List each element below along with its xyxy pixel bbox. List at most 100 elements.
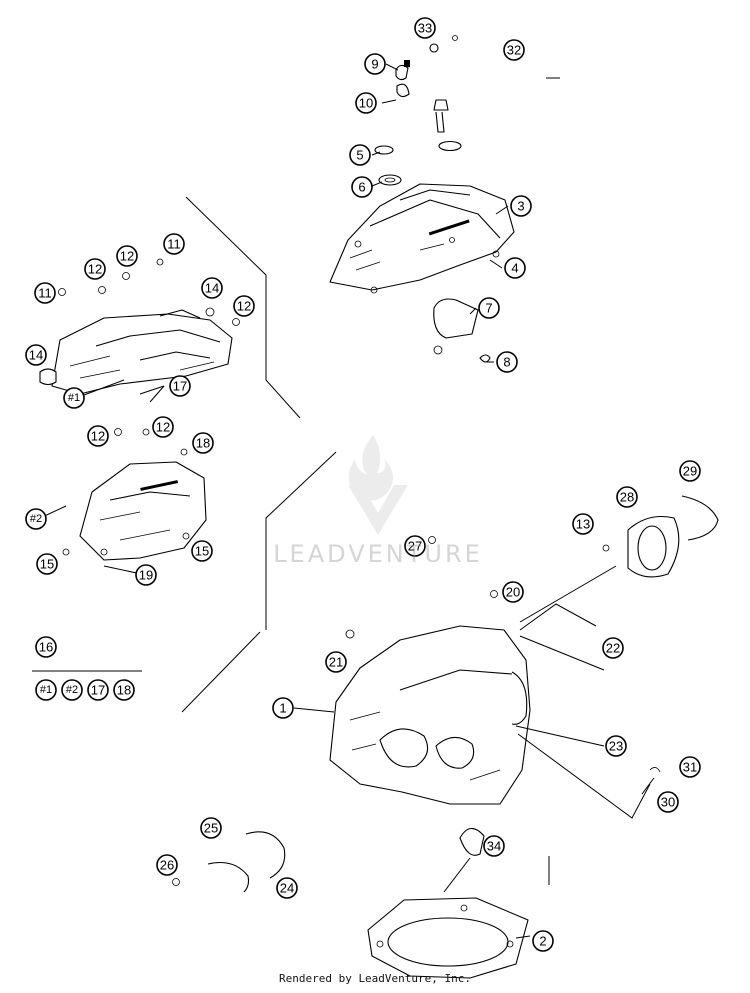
svg-text:16: 16 [39,640,53,655]
kit-member-17[interactable]: 17 [87,679,109,701]
callout-13[interactable]: 13 [572,513,594,535]
callout-6[interactable]: 6 [351,176,373,198]
callout-32[interactable]: 32 [503,39,525,61]
svg-text:#1: #1 [68,392,80,404]
crankcase-gasket [367,897,529,979]
callout-5[interactable]: 5 [349,144,371,166]
svg-text:10: 10 [359,96,373,111]
svg-text:13: 13 [576,517,590,532]
svg-text:22: 22 [606,641,620,656]
callout-12[interactable]: 12 [233,295,255,317]
svg-text:17: 17 [91,683,105,698]
assembly-separator-lines [32,77,560,885]
kit-member-group-2[interactable]: #2 [61,679,83,701]
callout-20[interactable]: 20 [502,581,524,603]
svg-text:6: 6 [358,180,365,195]
callout-15[interactable]: 15 [191,540,213,562]
callout-group-2[interactable]: #2 [25,508,47,530]
svg-text:9: 9 [371,57,378,72]
svg-text:27: 27 [408,539,422,554]
callout-14[interactable]: 14 [25,344,47,366]
intake-flange-and-clamps [443,495,719,893]
callout-26[interactable]: 26 [156,854,178,876]
callout-27[interactable]: 27 [404,535,426,557]
callout-17[interactable]: 17 [169,375,191,397]
upper-valve-body [39,258,240,395]
callout-10[interactable]: 10 [355,92,377,114]
kit-member-group-1[interactable]: #1 [35,679,57,701]
svg-text:14: 14 [29,348,43,363]
svg-text:34: 34 [487,839,501,854]
callout-25[interactable]: 25 [200,817,222,839]
svg-text:33: 33 [418,21,432,36]
svg-text:12: 12 [88,262,102,277]
svg-text:18: 18 [117,683,131,698]
lower-valve-body [62,428,207,561]
seal-rings [172,767,661,893]
callout-21[interactable]: 21 [325,651,347,673]
callout-18[interactable]: 18 [192,432,214,454]
callout-19[interactable]: 19 [135,564,157,586]
watermark-text: LEADVENTURE [273,540,483,568]
callout-29[interactable]: 29 [679,460,701,482]
svg-text:#2: #2 [66,684,78,696]
svg-text:32: 32 [507,43,521,58]
svg-text:24: 24 [280,881,294,896]
callout-4[interactable]: 4 [504,257,526,279]
svg-text:23: 23 [609,739,623,754]
callout-24[interactable]: 24 [276,877,298,899]
callout-8[interactable]: 8 [496,351,518,373]
kit-member-18[interactable]: 18 [113,679,135,701]
callout-16[interactable]: 16 [35,636,57,658]
svg-text:30: 30 [661,795,675,810]
callout-1[interactable]: 1 [272,697,294,719]
callout-3[interactable]: 3 [510,195,532,217]
callout-23[interactable]: 23 [605,735,627,757]
callout-30[interactable]: 30 [657,791,679,813]
svg-text:#2: #2 [30,513,42,525]
callout-12[interactable]: 12 [152,416,174,438]
svg-text:1: 1 [279,701,286,716]
svg-text:20: 20 [506,585,520,600]
svg-text:5: 5 [356,148,363,163]
callout-11[interactable]: 11 [163,233,185,255]
callout-34[interactable]: 34 [483,835,505,857]
callout-22[interactable]: 22 [602,637,624,659]
callout-7[interactable]: 7 [478,297,500,319]
svg-text:12: 12 [237,299,251,314]
svg-text:4: 4 [511,261,518,276]
callout-28[interactable]: 28 [616,486,638,508]
svg-text:2: 2 [539,934,546,949]
callout-12[interactable]: 12 [84,258,106,280]
svg-text:#1: #1 [40,684,52,696]
cylinder-head-cover [329,183,515,294]
svg-text:31: 31 [683,760,697,775]
svg-text:19: 19 [139,568,153,583]
svg-text:15: 15 [195,544,209,559]
svg-text:25: 25 [204,821,218,836]
callout-9[interactable]: 9 [364,53,386,75]
svg-text:11: 11 [38,286,52,301]
callout-31[interactable]: 31 [679,756,701,778]
breather-parts [433,298,491,363]
svg-text:14: 14 [205,281,219,296]
callout-2[interactable]: 2 [532,930,554,952]
svg-text:3: 3 [517,199,524,214]
svg-text:28: 28 [620,490,634,505]
svg-text:12: 12 [156,420,170,435]
callout-group-1[interactable]: #1 [63,387,85,409]
callout-12[interactable]: 12 [116,245,138,267]
svg-text:7: 7 [485,301,492,316]
oil-filler-plug-parts [374,35,462,186]
callout-11[interactable]: 11 [34,282,56,304]
leader-lines [37,63,655,939]
svg-text:18: 18 [196,436,210,451]
callout-12[interactable]: 12 [87,425,109,447]
svg-text:8: 8 [503,355,510,370]
render-credit-footer: Rendered by LeadVenture, Inc. [278,972,472,985]
svg-text:21: 21 [329,655,343,670]
callout-33[interactable]: 33 [414,17,436,39]
callout-15[interactable]: 15 [36,553,58,575]
svg-text:26: 26 [160,858,174,873]
callout-14[interactable]: 14 [201,277,223,299]
